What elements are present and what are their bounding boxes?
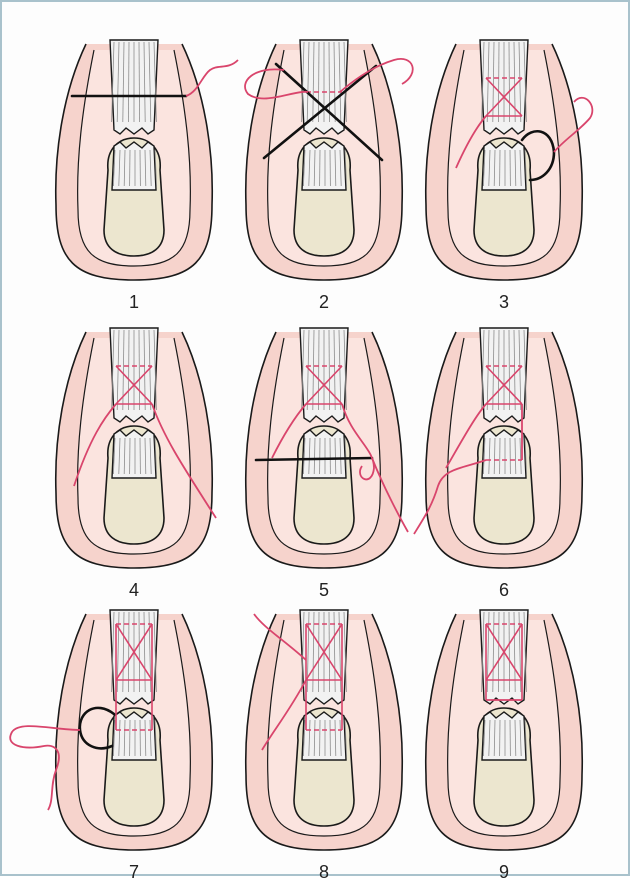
step-panel-8: 8	[224, 600, 424, 890]
step-panel-7: 7	[34, 600, 234, 890]
step-illustration	[404, 318, 604, 588]
tendon-illustration	[246, 40, 403, 280]
step-panel-4: 4	[34, 318, 234, 608]
tendon-illustration	[426, 40, 583, 280]
tendon-illustration	[56, 328, 213, 568]
step-panel-2: 2	[224, 30, 424, 320]
step-illustration	[34, 600, 234, 870]
step-illustration	[224, 318, 424, 588]
step-number: 7	[34, 862, 234, 883]
step-number: 3	[404, 292, 604, 313]
step-illustration	[404, 30, 604, 300]
step-panel-1: 1	[34, 30, 234, 320]
step-number: 2	[224, 292, 424, 313]
step-number: 1	[34, 292, 234, 313]
tendon-illustration	[56, 40, 213, 280]
tendon-illustration	[426, 610, 583, 850]
step-number: 6	[404, 580, 604, 601]
step-illustration	[404, 600, 604, 870]
tendon-illustration	[426, 328, 583, 568]
step-illustration	[224, 30, 424, 300]
step-number: 9	[404, 862, 604, 883]
step-number: 5	[224, 580, 424, 601]
step-number: 4	[34, 580, 234, 601]
step-number: 8	[224, 862, 424, 883]
step-panel-9: 9	[404, 600, 604, 890]
step-panel-6: 6	[404, 318, 604, 608]
step-panel-3: 3	[404, 30, 604, 320]
step-illustration	[34, 30, 234, 300]
step-illustration	[34, 318, 234, 588]
step-panel-5: 5	[224, 318, 424, 608]
step-illustration	[224, 600, 424, 870]
tendon-illustration	[246, 328, 403, 568]
